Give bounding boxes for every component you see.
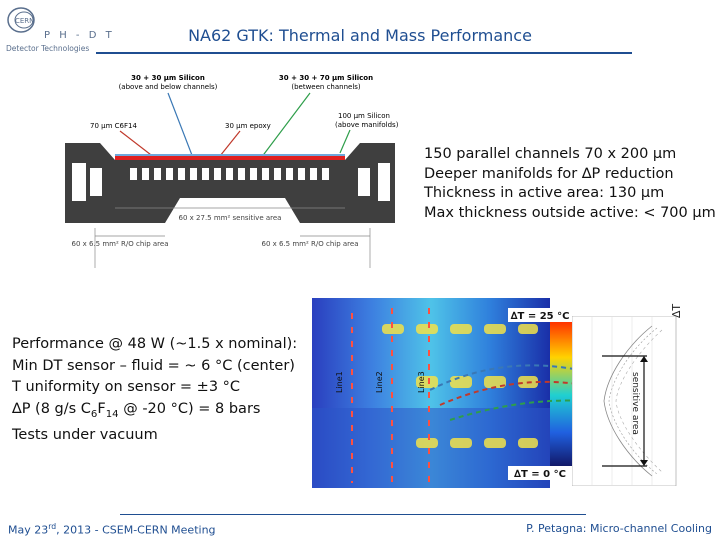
manifold-left-a — [72, 163, 86, 201]
plot-frame — [572, 316, 677, 486]
arrow-line1 — [429, 364, 601, 391]
label-manifolds-1: 100 µm Silicon — [338, 112, 390, 120]
profile-curve-2 — [608, 327, 658, 475]
perf-line: T uniformity on sensor = ±3 °C — [12, 379, 241, 395]
cross-section-diagram: 30 + 30 µm Silicon (above and below chan… — [65, 74, 399, 268]
temperature-profile-plot — [572, 316, 677, 486]
logo-emblem-text: CERN — [15, 17, 34, 25]
silicon-body — [65, 143, 395, 223]
label-sensitive: 60 x 27.5 mm² sensitive area — [179, 214, 282, 222]
perf-line: Performance @ 48 W (~1.5 x nominal): — [12, 336, 298, 352]
arrow-c6f14 — [119, 130, 156, 159]
label-top-left-1: 30 + 30 µm Silicon — [131, 74, 205, 82]
plot-grid — [591, 316, 653, 486]
manifold-right-a — [378, 163, 390, 201]
plot-sensitive-label: sensitive area — [630, 372, 640, 435]
logo-subtext: Detector Technologies — [6, 44, 90, 53]
color-scale-bar — [550, 320, 572, 470]
perf-line: ∆P (8 g/s C6F14 @ -20 °C) = 8 bars — [12, 400, 261, 420]
label-top-right-2: (between channels) — [291, 83, 361, 91]
spec-item: Thickness in active area: 130 µm — [424, 185, 665, 201]
label-top-right-1: 30 + 30 + 70 µm Silicon — [279, 74, 373, 82]
spec-item: Max thickness outside active: < 700 µm — [424, 204, 716, 221]
thermal-image: Line1 Line2 Line3 ∆T = 25 °C ∆T = 0 °C — [312, 298, 572, 488]
profile-curve-1 — [603, 325, 653, 477]
dt-top-box — [508, 308, 572, 322]
label-ro-left: 60 x 6.5 mm² R/O chip area — [72, 240, 169, 248]
perf-line: Tests under vacuum — [12, 426, 158, 443]
page-title: NA62 GTK: Thermal and Mass Performance — [188, 26, 532, 45]
label-ro-right: 60 x 6.5 mm² R/O chip area — [262, 240, 359, 248]
performance-text: Performance @ 48 W (~1.5 x nominal): Min… — [12, 334, 297, 446]
profile-curve-3 — [615, 329, 663, 473]
label-manifolds-2: (above manifolds) — [335, 121, 399, 129]
line1-label: Line1 — [335, 371, 344, 393]
plot-dt-axis-label: ∆T — [670, 303, 683, 318]
channel-array — [130, 168, 329, 180]
epoxy-layer — [115, 154, 345, 156]
dt-bottom-box — [508, 466, 572, 480]
line2-label: Line2 — [375, 371, 384, 393]
spec-item: Deeper manifolds for ∆P reduction — [424, 165, 674, 182]
footer-date-meeting: May 23rd, 2013 - CSEM-CERN Meeting — [8, 522, 216, 537]
line3-label: Line3 — [417, 371, 426, 393]
manifold-right-b — [358, 168, 370, 196]
manifold-left-b — [90, 168, 102, 196]
footer-divider — [120, 514, 586, 515]
perf-line: Min DT sensor – fluid = ~ 6 °C (center) — [12, 357, 295, 374]
label-c6f14: 70 µm C6F14 — [90, 122, 137, 130]
logo-text: P H - D T — [44, 30, 115, 41]
arrow-top-right — [254, 92, 311, 167]
cern-logo-icon: CERN — [7, 7, 35, 33]
footer-author: P. Petagna: Micro-channel Cooling — [526, 522, 712, 535]
arrow-epoxy — [219, 130, 241, 157]
dt-bottom-label: ∆T = 0 °C — [514, 469, 566, 480]
label-top-left-2: (above and below channels) — [119, 83, 218, 91]
dt-top-label: ∆T = 25 °C — [511, 311, 570, 322]
title-divider — [96, 52, 632, 54]
sensor-layer — [115, 156, 345, 160]
arrow-manifolds — [339, 129, 351, 154]
arrow-top-left — [167, 92, 196, 164]
specs-list: 150 parallel channels 70 x 200 µm Deeper… — [424, 145, 716, 223]
label-epoxy: 30 µm epoxy — [225, 122, 271, 130]
spec-item: 150 parallel channels 70 x 200 µm — [424, 146, 677, 162]
